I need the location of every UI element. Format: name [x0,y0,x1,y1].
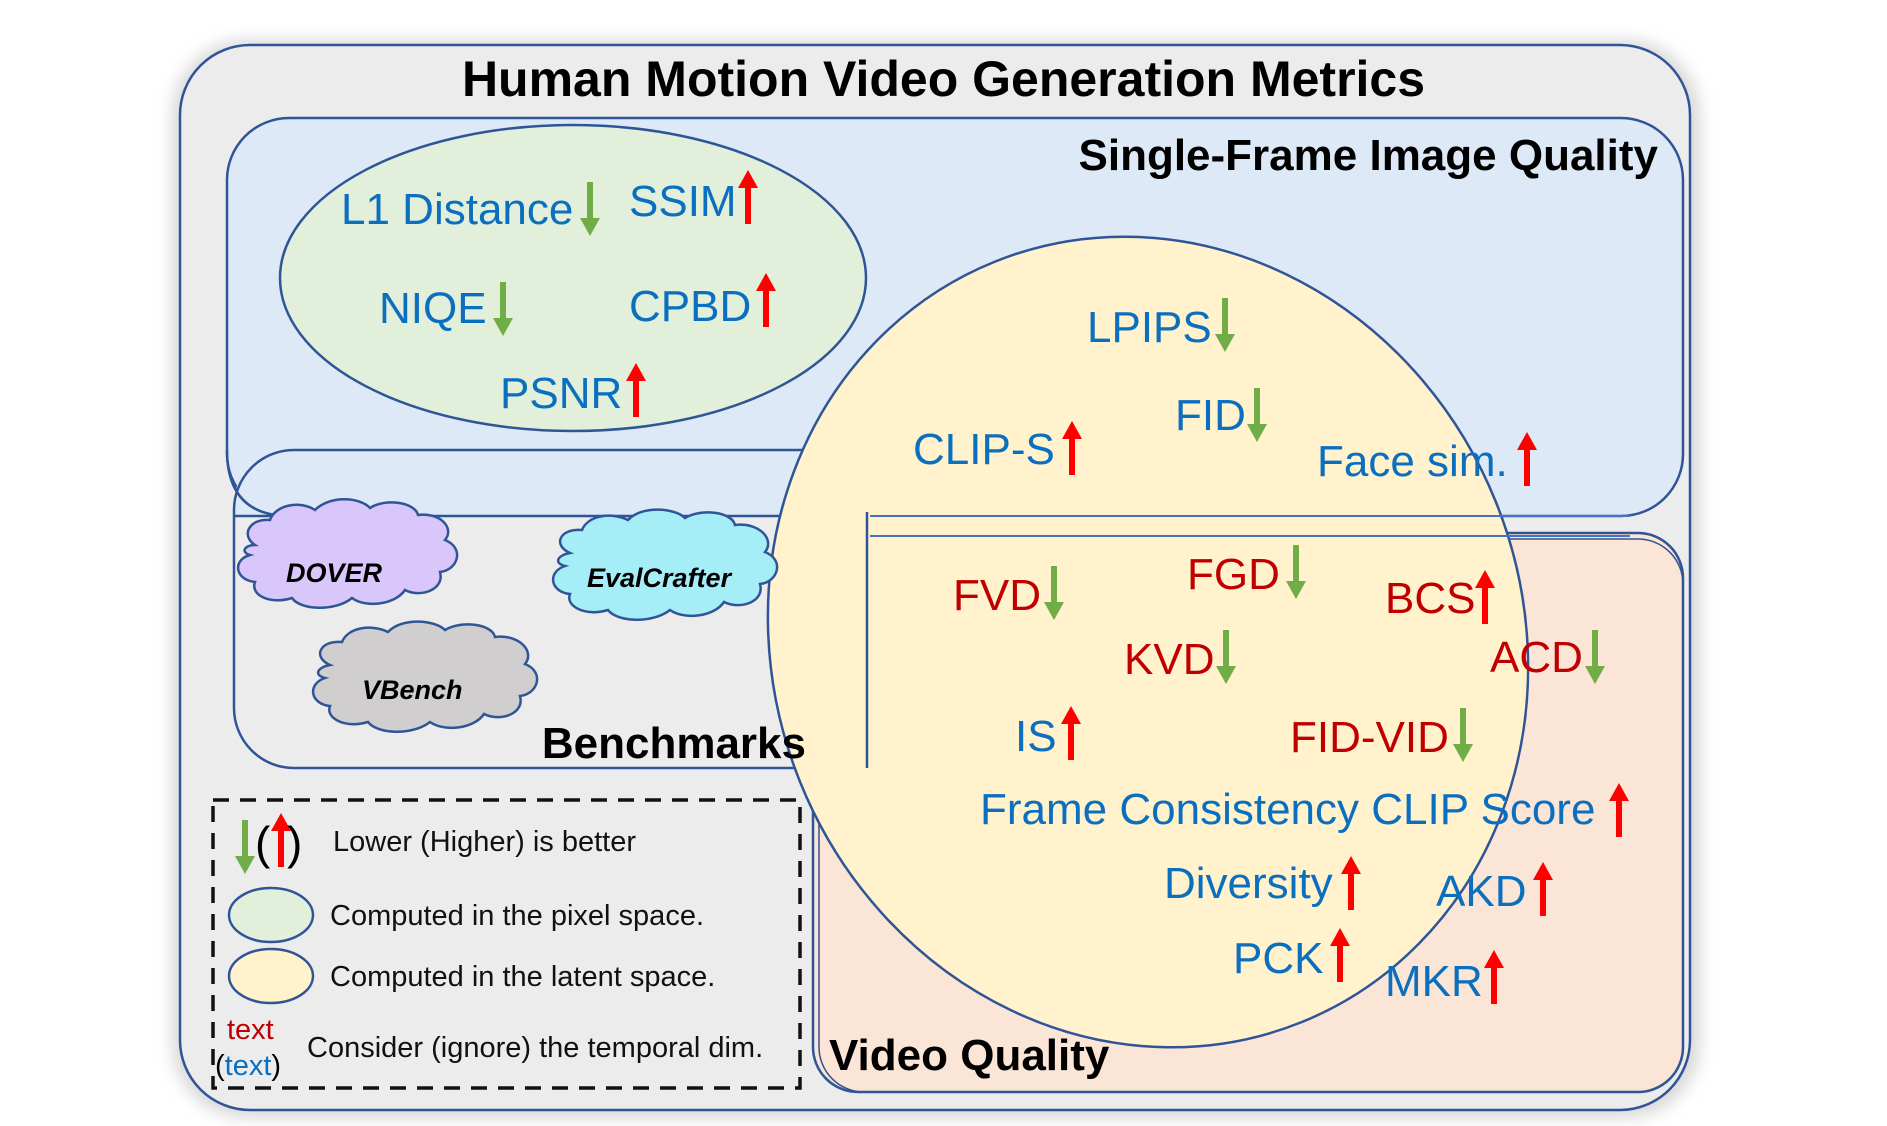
metric-pck: PCK [1233,934,1324,983]
legend-temporal-sample-paren: (text) [215,1050,282,1082]
metric-ssim: SSIM [629,177,737,226]
metric-face-sim: Face sim. [1317,437,1508,486]
section-title-single-frame: Single-Frame Image Quality [1078,131,1659,180]
legend-box [211,798,802,1090]
metric-frame-consistency-clip-score: Frame Consistency CLIP Score [980,785,1596,834]
legend-temporal-text: Consider (ignore) the temporal dim. [307,1032,764,1064]
metric-akd: AKD [1436,867,1527,916]
metric-fgd: FGD [1187,550,1280,599]
legend-paren-close: ) [287,817,303,869]
latent-space-ellipse [766,235,1530,1049]
metric-l1-distance: L1 Distance [341,185,574,234]
benchmark-vbench: VBench [362,675,463,705]
metric-niqe: NIQE [379,284,487,333]
benchmark-dover: DOVER [286,558,383,588]
cloud-dover [237,498,459,609]
legend-arrows-text: Lower (Higher) is better [333,826,636,858]
metric-acd: ACD [1490,633,1583,682]
metric-fid-vid: FID-VID [1290,713,1449,762]
metric-fvd: FVD [953,571,1041,620]
legend-temporal-sample-blue: text [224,1050,272,1082]
legend-pixel-text: Computed in the pixel space. [330,900,704,932]
legend-latent-swatch [227,947,315,1005]
benchmark-evalcrafter: EvalCrafter [587,563,732,593]
legend-latent-text: Computed in the latent space. [330,961,716,993]
metric-lpips: LPIPS [1087,303,1212,352]
metric-fid: FID [1175,391,1246,440]
cloud-evalcrafter [552,508,779,621]
diagram-title: Human Motion Video Generation Metrics [461,51,1426,107]
legend-temporal-sample-red: text [227,1014,274,1046]
metric-kvd: KVD [1124,635,1215,684]
pixel-space-ellipse [278,123,868,433]
section-title-video-quality: Video Quality [829,1031,1110,1080]
section-title-benchmarks: Benchmarks [541,719,806,768]
metric-psnr: PSNR [500,369,623,418]
metric-clip-s: CLIP-S [913,425,1055,474]
legend-pixel-swatch [227,886,315,944]
metric-bcs: BCS [1385,574,1476,623]
cloud-vbench [312,620,539,733]
legend-paren-open: ( [255,817,271,869]
metric-is: IS [1015,712,1057,761]
metric-mkr: MKR [1385,957,1483,1006]
metric-diversity: Diversity [1164,859,1333,908]
metric-cpbd: CPBD [629,282,752,331]
benchmarks-overlap [234,450,867,516]
